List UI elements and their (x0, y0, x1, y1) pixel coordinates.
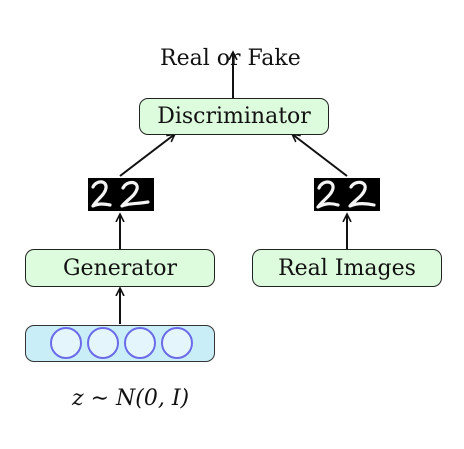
real-digit-2a-icon (316, 180, 340, 209)
generator-label: Generator (62, 255, 178, 281)
generated-digit-2b-icon (120, 180, 150, 208)
latent-unit-circle (50, 327, 82, 359)
real-images-label: Real Images (278, 255, 416, 281)
arrow-generated-to-discriminator (119, 134, 175, 177)
real-digit-images (314, 178, 380, 211)
real-images-box: Real Images (252, 249, 442, 287)
discriminator-label: Discriminator (157, 104, 311, 129)
discriminator-box: Discriminator (139, 98, 329, 135)
arrow-real-to-discriminator (292, 134, 348, 177)
real-digit-2b-icon (348, 180, 376, 208)
generated-digit-images (88, 178, 154, 211)
latent-unit-circle (124, 327, 156, 359)
noise-distribution-label: z ∼ N(0, I) (72, 386, 190, 411)
latent-unit-circle (87, 327, 119, 359)
generator-box: Generator (25, 249, 215, 287)
latent-circles (50, 327, 193, 359)
output-label: Real or Fake (160, 46, 301, 71)
latent-unit-circle (161, 327, 193, 359)
generated-digit-2a-icon (91, 180, 112, 208)
